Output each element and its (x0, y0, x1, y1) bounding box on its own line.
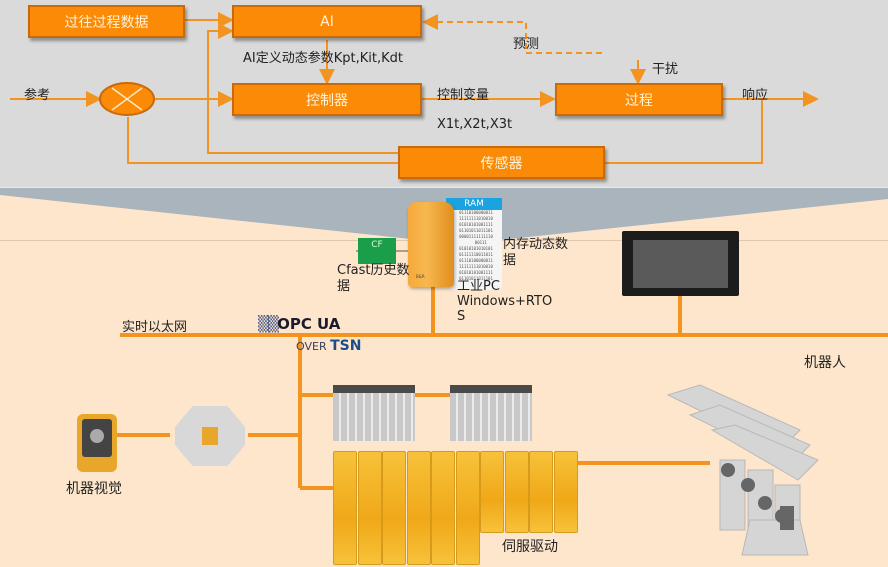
ram-data-panel: 01110100000011 11111111010010 0101010100… (450, 210, 502, 290)
disturbance-label: 干扰 (652, 62, 679, 77)
ai-box: AI (232, 5, 422, 38)
opc-tsn-logo: OVER TSN (296, 338, 362, 354)
response-label: 响应 (742, 88, 769, 103)
vision-camera-icon (77, 414, 117, 472)
servo-drive-module (431, 451, 455, 565)
ethernet-label: 实时以太网 (122, 320, 188, 335)
controller-box: 控制器 (232, 83, 422, 116)
ai-params-label: AI定义动态参数Kpt,Kit,Kdt (243, 51, 403, 66)
servo-drive-module (382, 451, 406, 565)
sensor-box: 传感器 (398, 146, 605, 179)
cf-card-icon: CF (358, 238, 396, 264)
process-box: 过程 (555, 83, 723, 116)
industrial-pc-icon: B&R (408, 202, 454, 287)
prediction-dashed-line (422, 14, 602, 54)
sensor-to-sum-line (127, 117, 398, 164)
prediction-label: 预测 (513, 37, 540, 52)
control-variable-label: 控制变量 (437, 88, 490, 103)
servo-drive-module (333, 451, 357, 565)
robot-label: 机器人 (804, 355, 846, 371)
ram-badge: RAM (446, 198, 502, 210)
servo-drive-module (357, 451, 382, 565)
servo-drive-module (529, 451, 553, 533)
servo-drive-module (406, 451, 431, 565)
history-data-box: 过往过程数据 (28, 5, 185, 38)
vision-label: 机器视觉 (66, 481, 122, 497)
control-loop-connectors (10, 12, 819, 164)
servo-label: 伺服驱动 (502, 539, 558, 555)
reference-label: 参考 (24, 88, 51, 103)
hmi-panel-icon (622, 231, 739, 296)
sensor-to-ai-line (207, 23, 398, 154)
ram-dynamic-data-label: 内存动态数据 (503, 237, 569, 268)
response-feedback-line (604, 99, 763, 164)
summing-junction (99, 82, 155, 116)
remote-io-module-2 (450, 385, 532, 441)
network-switch-icon (175, 406, 245, 466)
servo-drive-module (504, 451, 529, 533)
remote-io-module-1 (333, 385, 415, 441)
servo-drive-module (480, 451, 504, 533)
servo-drive-module (455, 451, 480, 565)
control-vars-list-label: X1t,X2t,X3t (437, 117, 513, 132)
servo-drive-module (553, 451, 578, 533)
opc-ua-logo: ▒▒OPC UA (258, 315, 341, 333)
cfast-history-label: Cfast历史数据 (337, 263, 410, 294)
